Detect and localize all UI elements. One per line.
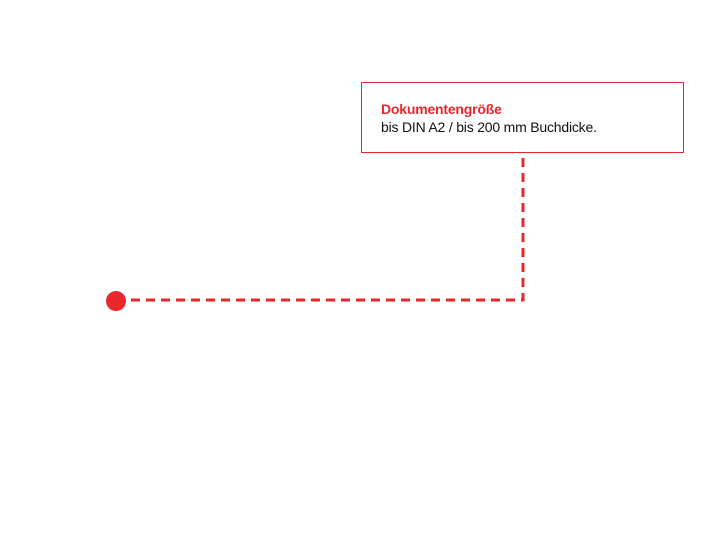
callout-title: Dokumentengröße xyxy=(381,101,502,117)
callout-text: bis DIN A2 / bis 200 mm Buchdicke. xyxy=(381,119,597,135)
feature-callout: Dokumentengröße bis DIN A2 / bis 200 mm … xyxy=(361,82,684,153)
dashed-leader-line xyxy=(116,155,525,302)
anchor-dot xyxy=(106,291,126,311)
